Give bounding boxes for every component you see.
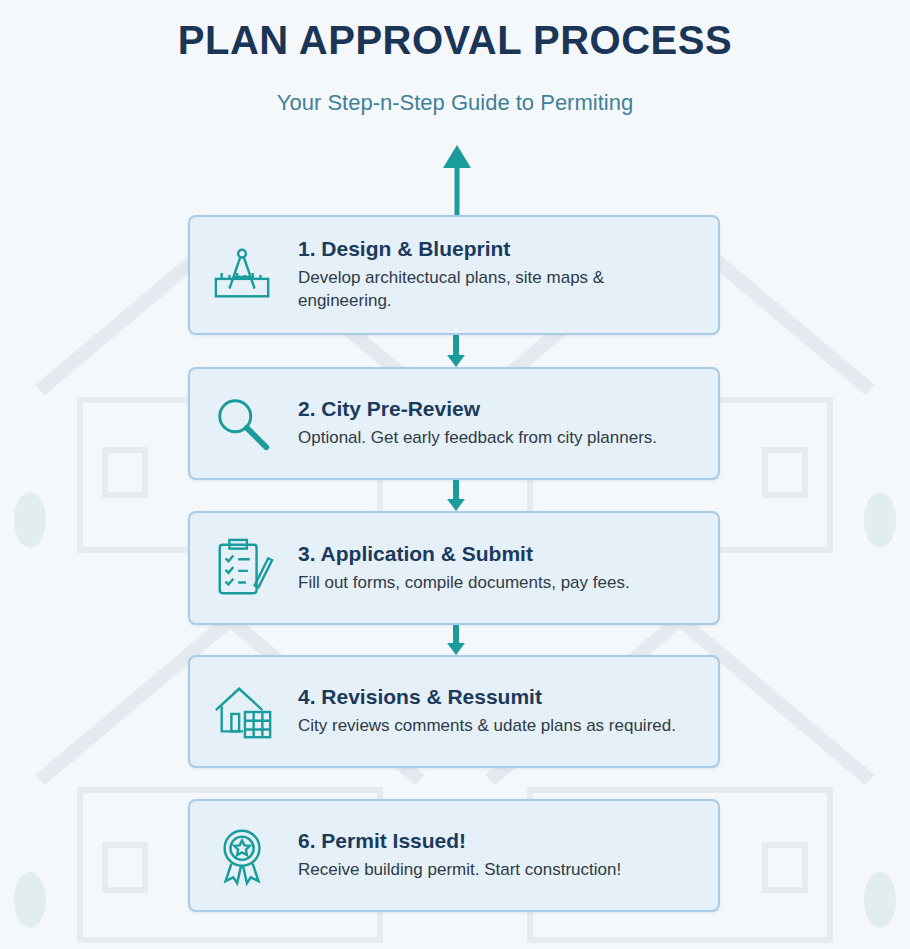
up-arrow xyxy=(443,145,471,215)
text-group: 4. Revisions & RessumitCity reviews comm… xyxy=(190,657,718,738)
process-box: 1. Design & BlueprintDevelop architectuc… xyxy=(188,215,720,335)
process-box: 3. Application & SubmitFill out forms, c… xyxy=(188,511,720,625)
text-group: 3. Application & SubmitFill out forms, c… xyxy=(190,513,718,594)
text-group: 1. Design & BlueprintDevelop architectuc… xyxy=(190,217,718,313)
step-heading: 2. City Pre-Review xyxy=(298,397,702,421)
flow-arrow xyxy=(447,625,465,655)
step-icon xyxy=(212,244,274,306)
step-heading: 4. Revisions & Ressumit xyxy=(298,685,702,709)
step-description: Fill out forms, compile documents, pay f… xyxy=(298,572,702,595)
step-description: City reviews comments & udate plans as r… xyxy=(298,715,702,738)
process-box: 2. City Pre-ReviewOptional. Get early fe… xyxy=(188,367,720,480)
step-heading: 3. Application & Submit xyxy=(298,542,702,566)
process-box: 6. Permit Issued! Receive building permit… xyxy=(188,799,720,912)
step-heading: 6. Permit Issued! xyxy=(298,829,702,853)
step-description: Receive building permit. Start construct… xyxy=(298,859,702,882)
step-icon xyxy=(212,393,274,455)
text-group: 6. Permit Issued! Receive building permit… xyxy=(190,801,718,882)
step-icon xyxy=(212,537,274,599)
step-description: Optional. Get early feedback from city p… xyxy=(298,427,702,450)
step-icon xyxy=(212,681,274,743)
diagram-title: PLAN APPROVAL PROCESS xyxy=(0,18,910,63)
flow-arrow xyxy=(447,335,465,367)
process-box: 4. Revisions & RessumitCity reviews comm… xyxy=(188,655,720,768)
step-icon xyxy=(212,825,274,887)
text-group: 2. City Pre-ReviewOptional. Get early fe… xyxy=(190,369,718,450)
step-heading: 1. Design & Blueprint xyxy=(298,237,702,261)
diagram-caption: Your Step-n-Step Guide to Permiting xyxy=(0,90,910,116)
flow-arrow xyxy=(447,480,465,511)
step-description: Develop architectucal plans, site maps &… xyxy=(298,267,702,313)
